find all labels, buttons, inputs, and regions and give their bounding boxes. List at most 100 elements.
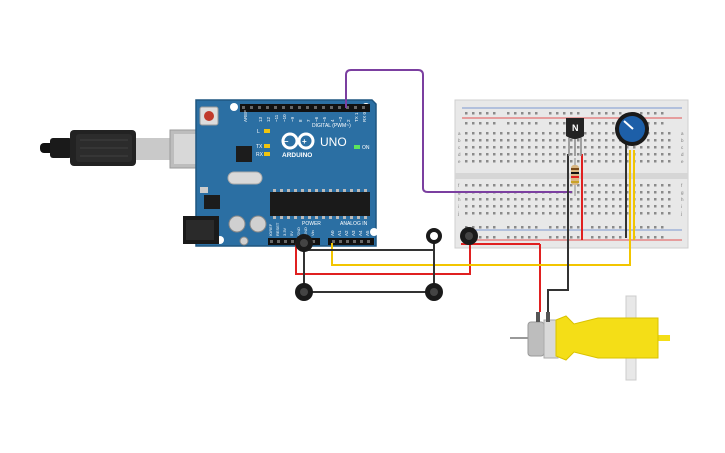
rail-hole[interactable] <box>535 112 538 115</box>
breadboard-hole[interactable] <box>640 205 643 208</box>
breadboard-hole[interactable] <box>500 184 503 187</box>
breadboard-hole[interactable] <box>584 212 587 215</box>
breadboard-hole[interactable] <box>577 160 580 163</box>
breadboard-hole[interactable] <box>479 160 482 163</box>
breadboard-hole[interactable] <box>500 146 503 149</box>
breadboard-hole[interactable] <box>479 153 482 156</box>
breadboard-hole[interactable] <box>535 160 538 163</box>
rail-hole[interactable] <box>654 226 657 229</box>
rail-hole[interactable] <box>521 112 524 115</box>
rail-hole[interactable] <box>563 112 566 115</box>
rail-hole[interactable] <box>528 236 531 239</box>
breadboard-hole[interactable] <box>577 205 580 208</box>
breadboard-hole[interactable] <box>549 153 552 156</box>
breadboard-hole[interactable] <box>493 139 496 142</box>
breadboard-hole[interactable] <box>542 146 545 149</box>
rail-hole[interactable] <box>465 112 468 115</box>
breadboard-hole[interactable] <box>493 153 496 156</box>
breadboard-hole[interactable] <box>605 191 608 194</box>
breadboard-hole[interactable] <box>542 198 545 201</box>
breadboard-hole[interactable] <box>612 160 615 163</box>
breadboard-hole[interactable] <box>577 146 580 149</box>
breadboard-hole[interactable] <box>570 153 573 156</box>
rail-hole[interactable] <box>661 122 664 125</box>
breadboard-hole[interactable] <box>598 153 601 156</box>
breadboard-hole[interactable] <box>521 139 524 142</box>
breadboard-hole[interactable] <box>584 139 587 142</box>
breadboard-hole[interactable] <box>549 139 552 142</box>
breadboard-hole[interactable] <box>605 212 608 215</box>
breadboard-hole[interactable] <box>570 212 573 215</box>
rail-hole[interactable] <box>577 226 580 229</box>
breadboard-hole[interactable] <box>528 139 531 142</box>
breadboard-hole[interactable] <box>563 153 566 156</box>
breadboard-hole[interactable] <box>528 198 531 201</box>
breadboard-hole[interactable] <box>661 160 664 163</box>
breadboard-hole[interactable] <box>605 205 608 208</box>
breadboard-hole[interactable] <box>612 184 615 187</box>
header-pin[interactable] <box>312 240 315 243</box>
wire-red-5v[interactable] <box>295 243 471 275</box>
breadboard-hole[interactable] <box>668 205 671 208</box>
breadboard-hole[interactable] <box>486 146 489 149</box>
header-pin[interactable] <box>332 240 335 243</box>
breadboard-hole[interactable] <box>647 153 650 156</box>
breadboard-hole[interactable] <box>549 132 552 135</box>
breadboard-hole[interactable] <box>668 212 671 215</box>
breadboard-hole[interactable] <box>479 132 482 135</box>
breadboard-hole[interactable] <box>647 160 650 163</box>
rail-hole[interactable] <box>479 236 482 239</box>
breadboard-hole[interactable] <box>493 205 496 208</box>
breadboard-hole[interactable] <box>493 146 496 149</box>
rail-hole[interactable] <box>577 236 580 239</box>
breadboard-hole[interactable] <box>654 139 657 142</box>
header-pin[interactable] <box>314 106 317 109</box>
rail-hole[interactable] <box>486 236 489 239</box>
breadboard-hole[interactable] <box>472 198 475 201</box>
breadboard-hole[interactable] <box>605 198 608 201</box>
rail-hole[interactable] <box>479 226 482 229</box>
rail-hole[interactable] <box>549 226 552 229</box>
breadboard-hole[interactable] <box>591 160 594 163</box>
breadboard-hole[interactable] <box>563 205 566 208</box>
breadboard-hole[interactable] <box>661 205 664 208</box>
breadboard-hole[interactable] <box>472 212 475 215</box>
breadboard-hole[interactable] <box>556 198 559 201</box>
resistor[interactable] <box>571 158 579 196</box>
breadboard-hole[interactable] <box>500 139 503 142</box>
breadboard-hole[interactable] <box>605 139 608 142</box>
breadboard-hole[interactable] <box>640 212 643 215</box>
breadboard-hole[interactable] <box>619 198 622 201</box>
breadboard-hole[interactable] <box>486 205 489 208</box>
breadboard-hole[interactable] <box>521 184 524 187</box>
rail-hole[interactable] <box>472 112 475 115</box>
breadboard-hole[interactable] <box>661 191 664 194</box>
rail-hole[interactable] <box>507 122 510 125</box>
breadboard-hole[interactable] <box>661 139 664 142</box>
breadboard-hole[interactable] <box>570 139 573 142</box>
rail-hole[interactable] <box>640 236 643 239</box>
breadboard-hole[interactable] <box>549 205 552 208</box>
breadboard-hole[interactable] <box>549 160 552 163</box>
breadboard-hole[interactable] <box>570 205 573 208</box>
breadboard-hole[interactable] <box>661 153 664 156</box>
breadboard-hole[interactable] <box>598 132 601 135</box>
breadboard-hole[interactable] <box>507 132 510 135</box>
breadboard-hole[interactable] <box>507 160 510 163</box>
rail-hole[interactable] <box>528 112 531 115</box>
breadboard-hole[interactable] <box>584 146 587 149</box>
breadboard-hole[interactable] <box>668 191 671 194</box>
header-pin[interactable] <box>290 106 293 109</box>
breadboard-hole[interactable] <box>591 198 594 201</box>
breadboard-hole[interactable] <box>563 160 566 163</box>
breadboard-hole[interactable] <box>626 160 629 163</box>
rail-hole[interactable] <box>570 236 573 239</box>
breadboard-hole[interactable] <box>619 212 622 215</box>
breadboard-hole[interactable] <box>654 191 657 194</box>
battery-terminals[interactable] <box>295 227 478 301</box>
rail-hole[interactable] <box>479 112 482 115</box>
rail-hole[interactable] <box>563 236 566 239</box>
rail-hole[interactable] <box>647 112 650 115</box>
breadboard-hole[interactable] <box>591 139 594 142</box>
breadboard-hole[interactable] <box>465 132 468 135</box>
